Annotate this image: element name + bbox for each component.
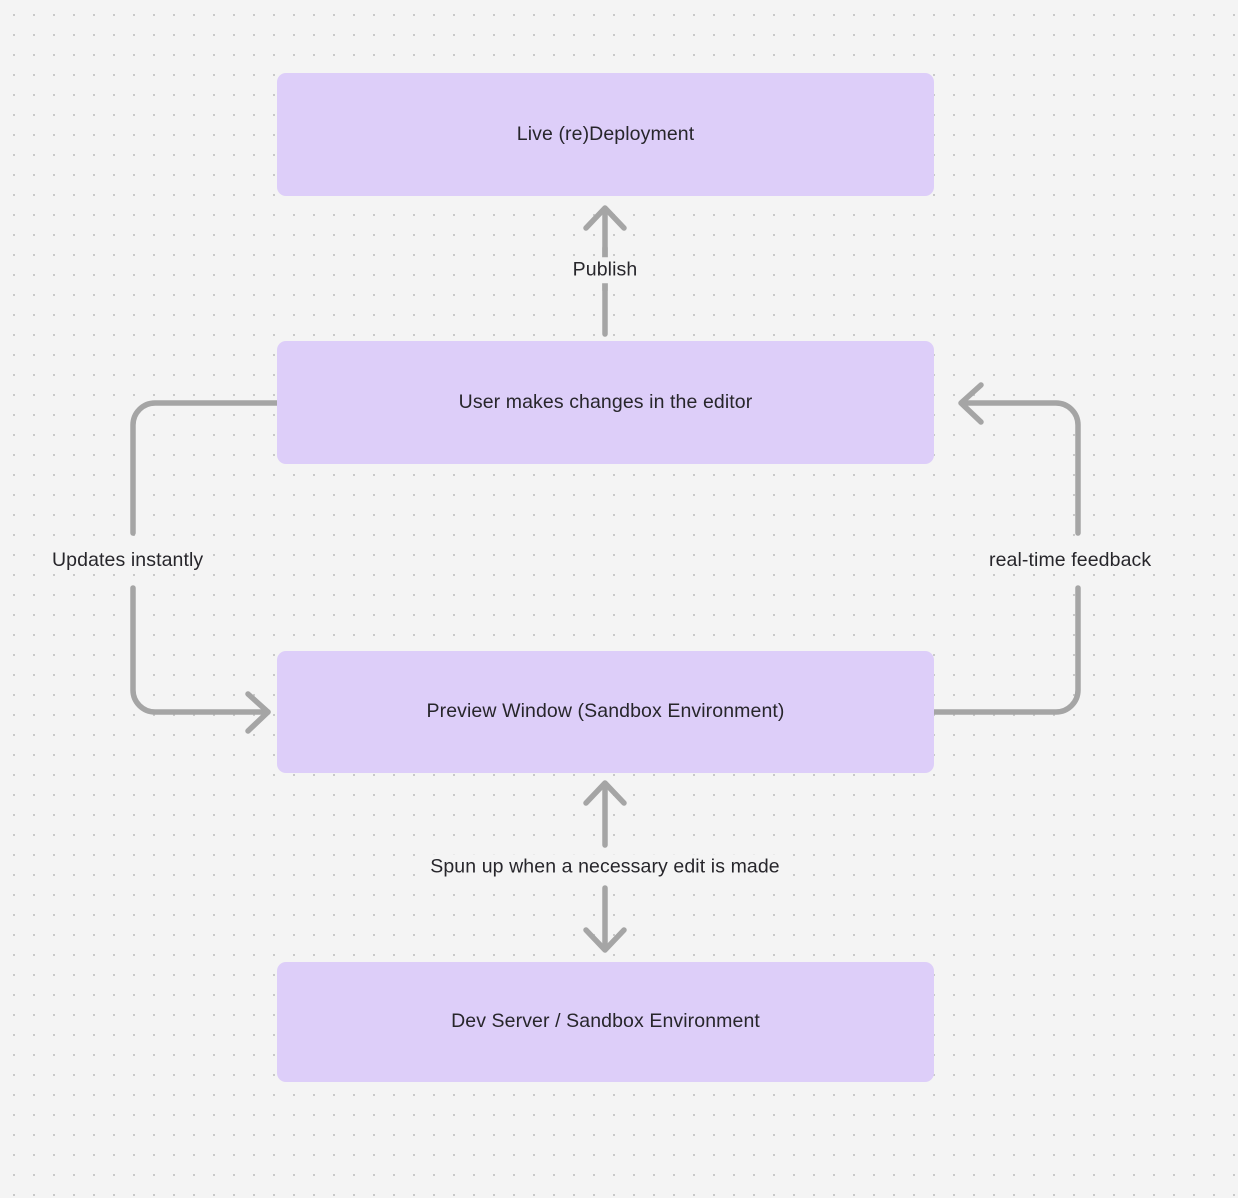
- node-live-deployment[interactable]: Live (re)Deployment: [277, 73, 934, 196]
- edge-label-text: real-time feedback: [989, 549, 1152, 571]
- node-label: Preview Window (Sandbox Environment): [426, 700, 785, 723]
- edge-label-text: Updates instantly: [52, 549, 204, 571]
- edge-label-publish: Publish: [567, 257, 643, 283]
- node-label: Dev Server / Sandbox Environment: [451, 1010, 760, 1033]
- node-dev-server[interactable]: Dev Server / Sandbox Environment: [277, 962, 934, 1082]
- node-label: Live (re)Deployment: [516, 122, 695, 145]
- edge-label-updates-instantly: Updates instantly: [47, 548, 209, 574]
- edge-label-spun-up: Spun up when a necessary edit is made: [425, 854, 785, 880]
- edge-label-real-time-feedback: real-time feedback: [984, 548, 1157, 574]
- node-label: User makes changes in the editor: [458, 390, 753, 413]
- node-preview-window[interactable]: Preview Window (Sandbox Environment): [277, 651, 934, 773]
- node-user-edits[interactable]: User makes changes in the editor: [277, 341, 934, 464]
- edge-label-text: Publish: [572, 258, 638, 281]
- edge-label-text: Spun up when a necessary edit is made: [430, 855, 780, 878]
